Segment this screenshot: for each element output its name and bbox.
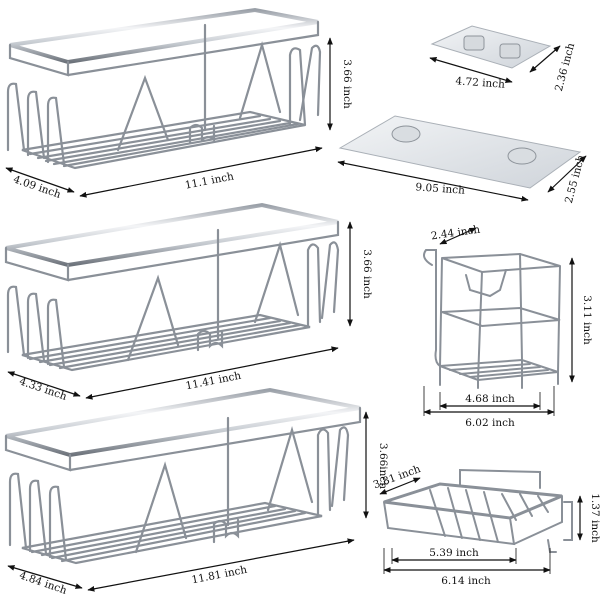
- basket-small-depth: 4.09 inch: [12, 173, 63, 201]
- toothbrush-holder-depth: 2.44 inch: [430, 224, 481, 243]
- extension-ticks: [383, 386, 555, 574]
- soap-dish-inner-width: 5.39 inch: [429, 547, 479, 559]
- toothbrush-holder-inner-width: 4.68 inch: [465, 393, 515, 405]
- toothbrush-holder: [423, 249, 561, 389]
- adhesive-pad-small: [430, 25, 552, 69]
- adhesive-small-width: 4.72 inch: [455, 75, 505, 90]
- basket-large-width: 11.81 inch: [191, 564, 249, 587]
- basket-large-depth: 4.84 inch: [18, 569, 69, 597]
- dimension-lines: [5, 37, 587, 592]
- basket-medium: [4, 202, 340, 372]
- soap-dish-outer-width: 6.14 inch: [441, 575, 491, 587]
- adhesive-large-width: 9.05 inch: [415, 181, 465, 196]
- adhesive-pad-large: [338, 115, 582, 189]
- toothbrush-holder-outer-width: 6.02 inch: [465, 417, 515, 429]
- toothbrush-holder-height: 3.11 inch: [581, 295, 593, 345]
- basket-large: [4, 387, 362, 565]
- soap-dish-height: 1.37 inch: [589, 493, 600, 543]
- soap-dish: [383, 468, 573, 553]
- basket-small: [6, 7, 322, 170]
- basket-large-height: 3.66inch: [377, 443, 389, 489]
- basket-small-height: 3.66 inch: [341, 59, 353, 109]
- basket-medium-depth: 4.33 inch: [18, 375, 69, 403]
- basket-medium-height: 3.66 inch: [361, 249, 373, 299]
